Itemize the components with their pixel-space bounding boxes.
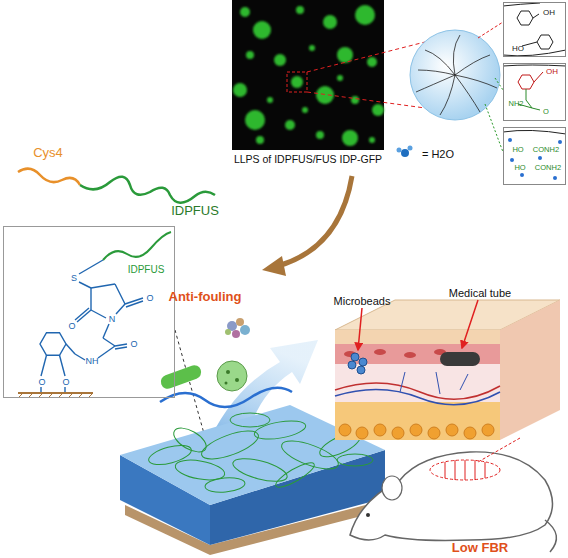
node-text: O bbox=[62, 378, 69, 388]
node-text: CONH2 bbox=[533, 146, 559, 154]
node-text: O bbox=[543, 108, 549, 116]
node-text: OH bbox=[543, 9, 555, 18]
node-text: S bbox=[71, 274, 77, 284]
node-text: HO bbox=[512, 45, 524, 54]
node-text: O bbox=[38, 378, 45, 388]
chain-label: IDPFUS bbox=[171, 204, 219, 218]
node-text: O bbox=[146, 294, 153, 304]
node-text: O bbox=[68, 322, 75, 332]
part-label: Medical tube bbox=[449, 287, 511, 299]
node-text: OH bbox=[546, 68, 558, 77]
structure-inset: IDPFUS S O N O O NH O O bbox=[3, 226, 175, 398]
micrograph-panel: LLPS of IDPFUS/FUS IDP-GFP bbox=[232, 0, 384, 150]
node-text: NH bbox=[86, 357, 99, 367]
zoom-box: HOCONH2HOCONH2 bbox=[503, 127, 566, 185]
part-label: Microbeads bbox=[334, 295, 391, 307]
effect-label: Anti-fouling bbox=[169, 290, 242, 304]
effect-label: Low FBR bbox=[452, 541, 508, 555]
symbol-key: = H2O bbox=[422, 148, 454, 160]
node-text: LLPS of IDPFUS/FUS IDP-GFP bbox=[234, 154, 382, 166]
node-text: HO bbox=[514, 164, 525, 172]
chain-label: Cys4 bbox=[33, 146, 63, 160]
node-text: NH2 bbox=[508, 100, 523, 108]
node-text: IDPFUS bbox=[128, 264, 165, 275]
node-text: O bbox=[130, 340, 137, 350]
zoom-box: OH HO bbox=[503, 2, 566, 57]
node-text: CONH2 bbox=[535, 164, 561, 172]
node-text: HO bbox=[512, 146, 523, 154]
zoom-box: OH NH2O bbox=[503, 63, 566, 121]
node-text: N bbox=[109, 315, 116, 325]
